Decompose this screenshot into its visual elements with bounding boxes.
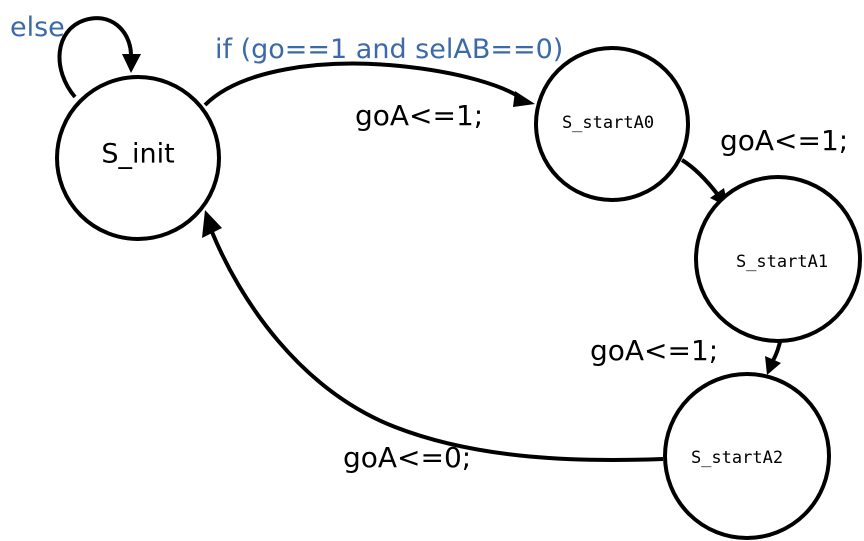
state-label-start-a2: S_startA2 — [691, 448, 783, 468]
state-s-start-a1 — [694, 175, 862, 343]
self-loop-edge — [57, 16, 133, 99]
state-label-start-a0: S_startA0 — [562, 113, 654, 133]
action-a0-to-a1: goA<=1; — [720, 124, 848, 157]
action-a1-to-a2: goA<=1; — [590, 334, 718, 367]
condition-init-to-a0: if (go==1 and selAB==0) — [215, 34, 563, 65]
a2-to-init-edge — [210, 231, 664, 462]
a2-to-init-arrowhead — [202, 210, 222, 238]
init-to-a0-edge — [203, 61, 524, 107]
a1-to-a2-arrowhead — [765, 356, 781, 375]
init-to-a0-arrowhead — [513, 91, 535, 107]
action-init-to-a0: goA<=1; — [355, 99, 483, 132]
state-s-start-a2 — [663, 372, 831, 540]
action-a2-to-init: goA<=0; — [343, 441, 471, 474]
a0-to-a1-edge — [680, 158, 720, 197]
state-s-init — [55, 75, 221, 241]
self-loop-arrowhead — [122, 54, 141, 73]
state-label-init: S_init — [101, 139, 174, 170]
condition-else: else — [10, 12, 65, 43]
state-s-start-a0 — [534, 46, 690, 202]
state-label-start-a1: S_startA1 — [736, 252, 828, 272]
